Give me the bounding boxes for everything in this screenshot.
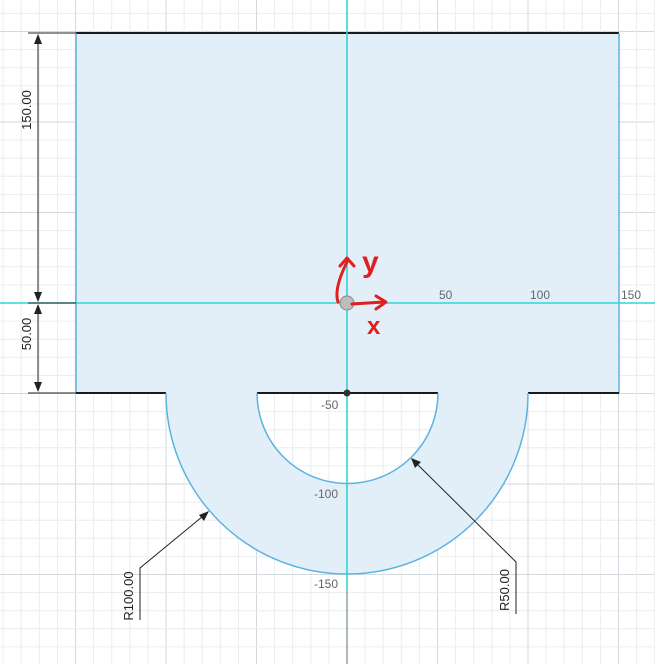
arrowhead-bottom	[34, 382, 42, 392]
dimension-150[interactable]: 150.00	[19, 32, 76, 304]
dimension-r50[interactable]: R50.00	[411, 458, 517, 614]
y-tick-neg50: -50	[321, 398, 339, 412]
dimension-r100[interactable]: R100.00	[121, 511, 209, 621]
arc-center-point[interactable]	[343, 389, 351, 397]
y-tick-neg150: -150	[314, 577, 338, 591]
y-tick-neg100: -100	[314, 487, 338, 501]
x-tick-100: 100	[530, 288, 550, 302]
dim-label-r100: R100.00	[121, 571, 136, 620]
dim-label-50: 50.00	[19, 318, 34, 351]
triad-y-arrow	[335, 256, 356, 304]
arrowhead-r50	[411, 458, 421, 468]
triad-x-label: x	[367, 313, 381, 340]
dimension-50[interactable]: 50.00	[19, 304, 76, 394]
triad-y-label: y	[362, 246, 379, 279]
dim-label-150: 150.00	[19, 90, 34, 130]
arrowhead-top	[34, 34, 42, 44]
dim-label-r50: R50.00	[497, 569, 512, 611]
arrowhead-mid-upper	[34, 292, 42, 302]
x-tick-50: 50	[439, 288, 453, 302]
x-tick-150: 150	[621, 288, 641, 302]
leader-r50	[411, 458, 517, 614]
leader-r100	[139, 511, 209, 620]
triad-x-arrow	[350, 294, 388, 311]
arrowhead-mid-lower	[34, 304, 42, 314]
axis-triad: y x	[335, 246, 388, 340]
arrowhead-r100	[199, 511, 209, 521]
